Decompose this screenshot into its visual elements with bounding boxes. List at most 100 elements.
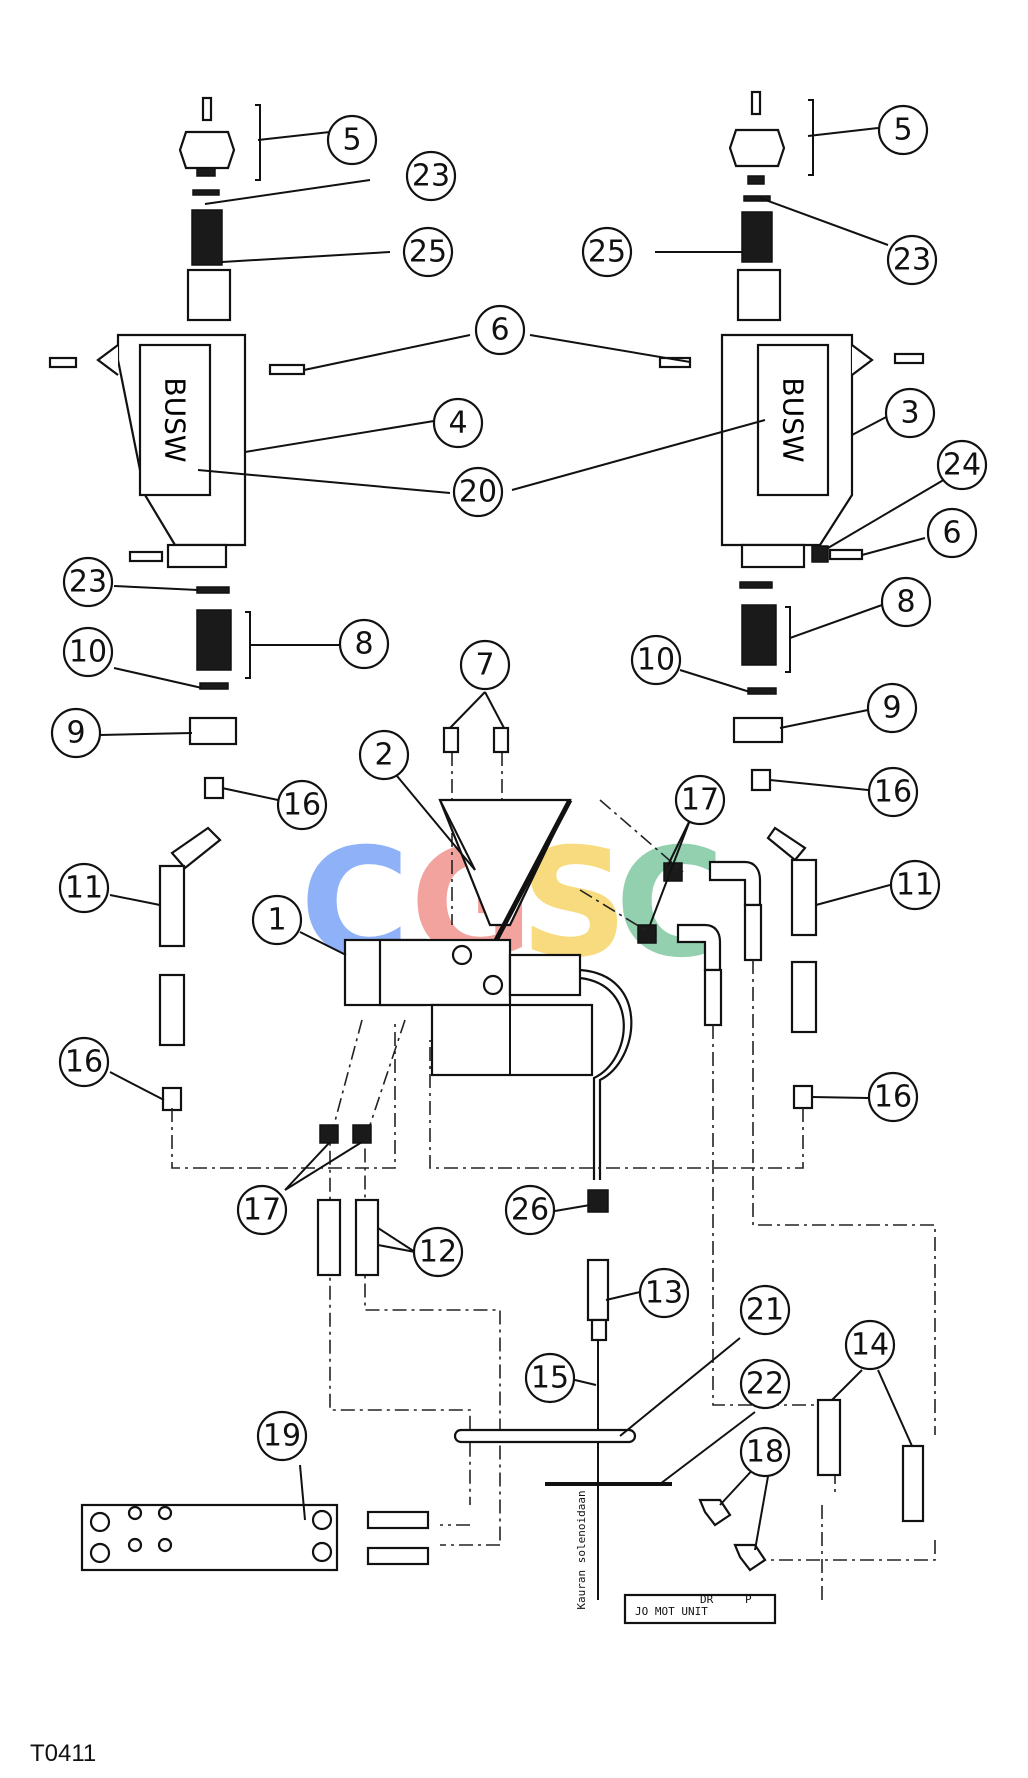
left-oring-10 [199, 682, 229, 690]
svg-text:12: 12 [419, 1235, 457, 1270]
left-oring-top [192, 189, 220, 196]
right-elbow [766, 826, 807, 862]
pump-plate-rect [623, 1593, 777, 1625]
hose-14-b [901, 1444, 925, 1523]
upper-elbow-hose [708, 860, 762, 907]
hopper-2 [438, 798, 572, 927]
callout-17-top: 17 [674, 774, 726, 826]
right-side-bolt [893, 352, 925, 365]
fitting-17-lower [637, 924, 657, 944]
svg-text:18: 18 [746, 1435, 784, 1470]
elbow-18-b [733, 1543, 767, 1572]
right-oring-top [743, 195, 771, 202]
connector-26 [587, 1189, 609, 1213]
valve-port-a [451, 944, 473, 966]
right-cylinder-marking: BUSW [777, 377, 810, 462]
callout-10-left: 10 [62, 626, 114, 678]
drawing-code: T0411 [30, 1740, 97, 1767]
fitting-17-bottom-b [352, 1124, 372, 1144]
left-cylinder-nose [166, 543, 228, 569]
svg-text:21: 21 [746, 1293, 784, 1328]
right-hose-11 [790, 858, 818, 937]
left-cap-washer [196, 167, 216, 177]
callout-5-right: 5 [877, 104, 929, 156]
callout-16-left-bottom: 16 [58, 1036, 110, 1088]
right-spring [741, 211, 773, 263]
right-rod [736, 268, 782, 322]
left-oring-23 [196, 586, 230, 594]
svg-text:5: 5 [342, 123, 361, 158]
callout-17-bottom: 17 [236, 1184, 288, 1236]
callout-9-right: 9 [866, 682, 918, 734]
callout-6-top: 6 [474, 304, 526, 356]
svg-text:7: 7 [475, 648, 494, 683]
svg-text:10: 10 [637, 643, 675, 678]
svg-text:17: 17 [243, 1193, 281, 1228]
left-cylinder-marking: BUSW [159, 377, 192, 462]
right-fitting-16-top [750, 768, 772, 792]
svg-text:23: 23 [893, 243, 931, 278]
callout-7: 7 [459, 639, 511, 691]
svg-text:6: 6 [490, 313, 509, 348]
callout-16-right-top: 16 [867, 766, 919, 818]
svg-text:9: 9 [66, 716, 85, 751]
callout-23-left-top: 23 [405, 150, 457, 202]
valve-block-1 [378, 938, 512, 1007]
callout-2: 2 [358, 729, 410, 781]
manifold-hose-b [366, 1546, 430, 1566]
svg-text:13: 13 [645, 1276, 683, 1311]
left-cap-nut [178, 130, 236, 170]
right-bleed-screw [750, 90, 762, 116]
callout-11-left: 11 [58, 862, 110, 914]
right-oring-23 [739, 581, 773, 589]
svg-text:3: 3 [900, 396, 919, 431]
right-fittings [637, 860, 763, 1027]
svg-text:9: 9 [882, 691, 901, 726]
manifold-block [80, 1503, 339, 1572]
callout-21: 21 [739, 1284, 791, 1336]
left-spring [191, 209, 223, 266]
svg-text:6: 6 [942, 516, 961, 551]
svg-text:16: 16 [874, 775, 912, 810]
left-rod [186, 268, 232, 322]
bolt-7-a [442, 726, 460, 754]
svg-text:25: 25 [588, 235, 626, 270]
callout-22: 22 [739, 1358, 791, 1410]
upper-hose [743, 903, 763, 962]
right-hose-lower [790, 960, 818, 1034]
lower-elbow-hose [676, 923, 722, 972]
left-fitting-16-bottom [161, 1086, 183, 1112]
callout-5-left: 5 [326, 114, 378, 166]
manifold-hose-a [366, 1510, 430, 1530]
svg-text:4: 4 [448, 406, 467, 441]
right-cap-nut [728, 128, 786, 168]
solenoid-connector [508, 953, 582, 997]
manifold-19 [80, 1503, 430, 1572]
svg-text:23: 23 [412, 159, 450, 194]
right-fitting-16-bottom [792, 1084, 814, 1110]
callout-15: 15 [524, 1352, 576, 1404]
hose-12-b [354, 1198, 380, 1277]
leaders [99, 99, 953, 1551]
right-screw-6a [658, 356, 692, 369]
right-cylinder-assembly: BUSW [658, 90, 925, 1110]
svg-text:15: 15 [531, 1361, 569, 1396]
left-screw-6 [268, 363, 306, 376]
svg-text:22: 22 [746, 1367, 784, 1402]
callout-16-right-bottom: 16 [867, 1071, 919, 1123]
cable-label: Kauran solenoidaan [575, 1490, 588, 1609]
callout-16-left-top: 16 [276, 779, 328, 831]
hose-12-a [316, 1198, 342, 1277]
right-oring-10 [747, 687, 777, 695]
callout-25-left: 25 [402, 226, 454, 278]
hose-14-a [816, 1398, 842, 1477]
svg-text:8: 8 [354, 627, 373, 662]
callouts: 5 5 23 23 25 25 6 6 4 3 20 24 23 8 8 10 … [50, 104, 988, 1478]
valve-block-assembly [343, 726, 633, 1180]
svg-text:8: 8 [896, 585, 915, 620]
left-cylinder-ear [96, 344, 119, 376]
callout-11-right: 11 [889, 859, 941, 911]
svg-text:16: 16 [65, 1045, 103, 1080]
svg-text:14: 14 [851, 1328, 889, 1363]
right-cylinder-plate [756, 343, 830, 497]
